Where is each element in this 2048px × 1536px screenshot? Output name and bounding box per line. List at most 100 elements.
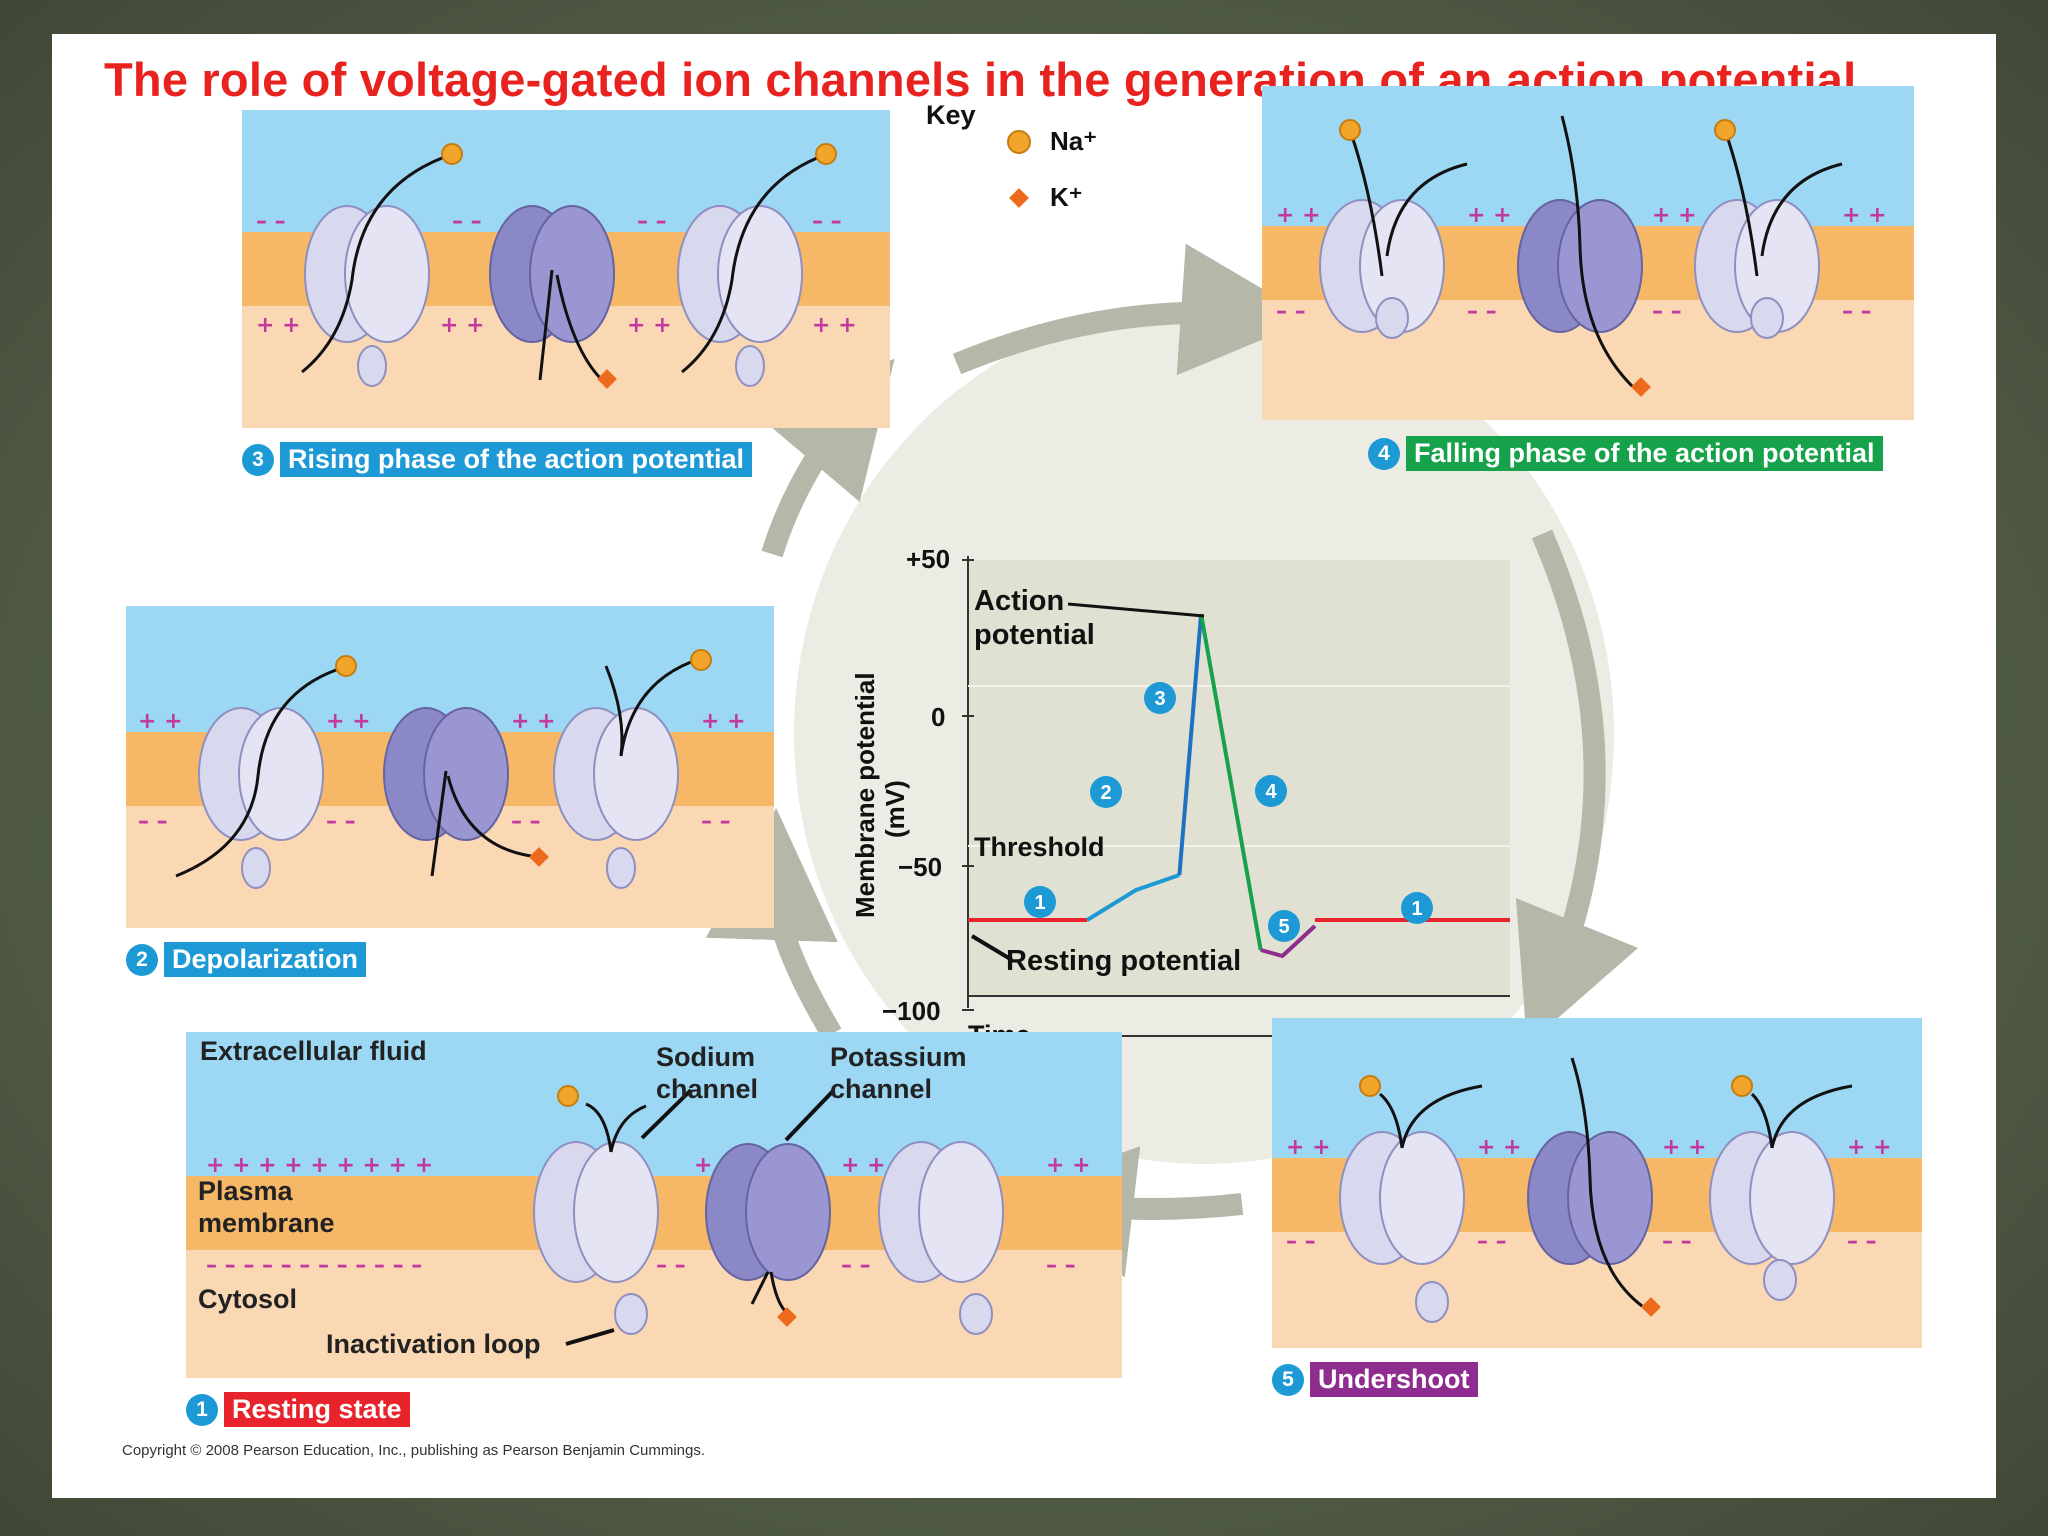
arrow-4-to-5 bbox=[1515, 529, 1639, 1046]
panel-undershoot: + ++ ++ ++ + – –– –– –– – bbox=[1272, 1018, 1922, 1348]
graph-svg: +50 0 −50 −100 Membrane potential (mV) T… bbox=[850, 544, 1510, 1050]
label-plasma: Plasma bbox=[198, 1176, 293, 1206]
svg-text:– –: – – bbox=[841, 1253, 871, 1278]
svg-text:+ +: + + bbox=[1652, 203, 1697, 228]
svg-text:– –: – – bbox=[326, 809, 356, 834]
svg-text:– –: – – bbox=[1046, 1253, 1076, 1278]
svg-text:+ +: + + bbox=[1477, 1135, 1522, 1160]
key-k: K⁺ bbox=[1006, 182, 1083, 213]
svg-text:– –: – – bbox=[656, 1253, 686, 1278]
label-inactivation-loop: Inactivation loop bbox=[326, 1329, 541, 1359]
label-membrane: membrane bbox=[198, 1208, 335, 1238]
sodium-channel-inactivated-2 bbox=[1694, 119, 1843, 339]
label-sodium: Sodium bbox=[656, 1042, 755, 1072]
sodium-channel-inactivated bbox=[1319, 119, 1468, 339]
curve-segment-4 bbox=[1199, 613, 1263, 951]
svg-text:+ +: + + bbox=[1046, 1153, 1091, 1178]
caption-falling: 4 Falling phase of the action potential bbox=[1368, 436, 1883, 471]
label-cytosol: Cytosol bbox=[198, 1284, 298, 1314]
phase-number-4: 4 bbox=[1368, 437, 1400, 470]
sodium-channel-open-2 bbox=[677, 143, 837, 387]
svg-text:+ +: + + bbox=[326, 709, 371, 734]
svg-text:– –: – – bbox=[1276, 299, 1306, 324]
svg-text:– –: – – bbox=[256, 209, 286, 234]
curve-segment-2 bbox=[1086, 873, 1181, 922]
svg-text:+ +: + + bbox=[1842, 203, 1887, 228]
sodium-channel-closed-2 bbox=[1709, 1075, 1853, 1301]
sodium-channel-opening-2 bbox=[553, 649, 712, 889]
y-axis-label-1: Membrane potential bbox=[850, 672, 880, 918]
graph-marker-2: 2 bbox=[1100, 782, 1111, 804]
graph-marker-3: 3 bbox=[1154, 688, 1165, 710]
k-ion-icon bbox=[1009, 187, 1029, 208]
key-na: Na⁺ bbox=[1006, 126, 1097, 157]
key-k-label: K⁺ bbox=[1050, 182, 1083, 212]
phase-label-4: Falling phase of the action potential bbox=[1406, 436, 1883, 471]
label-action: Action bbox=[974, 585, 1064, 617]
svg-text:+ +: + + bbox=[440, 313, 485, 338]
falling-membrane-diagram: + ++ ++ ++ + – –– –– –– – bbox=[1262, 86, 1914, 420]
arrow-1-to-2 bbox=[705, 808, 842, 1040]
panel-rising: – –– –– –– – + ++ ++ ++ + bbox=[242, 110, 890, 428]
key-label: Key bbox=[926, 100, 976, 130]
action-potential-graph: +50 0 −50 −100 Membrane potential (mV) T… bbox=[786, 498, 1546, 1076]
key-na-label: Na⁺ bbox=[1050, 126, 1097, 156]
phase-number-3: 3 bbox=[242, 443, 274, 476]
y-axis-label-2: (mV) bbox=[880, 780, 910, 838]
rising-membrane-diagram: – –– –– –– – + ++ ++ ++ + bbox=[242, 110, 890, 428]
arrow-3-to-4 bbox=[952, 243, 1313, 376]
potassium-channel-open bbox=[1517, 115, 1651, 397]
graph-marker-1: 1 bbox=[1034, 892, 1045, 914]
caption-undershoot: 5 Undershoot bbox=[1272, 1362, 1478, 1397]
caption-rising: 3 Rising phase of the action potential bbox=[242, 442, 753, 477]
label-potassium: Potassium bbox=[830, 1042, 967, 1072]
svg-text:+ +: + + bbox=[1662, 1135, 1707, 1160]
undershoot-membrane-diagram: + ++ ++ ++ + – –– –– –– – bbox=[1272, 1018, 1922, 1348]
svg-text:– –: – – bbox=[812, 209, 842, 234]
resting-membrane-diagram: + + + + + + + + + + + + + + + – – – – – … bbox=[186, 1032, 1122, 1378]
sodium-channel-open bbox=[301, 143, 463, 387]
graph-marker-4: 4 bbox=[1265, 781, 1277, 803]
sodium-channel-resting-2 bbox=[878, 1141, 1004, 1335]
panel-falling: + ++ ++ ++ + – –– –– –– – bbox=[1262, 86, 1914, 420]
curve-segment-5 bbox=[1260, 924, 1317, 958]
graph-marker-5: 5 bbox=[1278, 916, 1289, 938]
y-tick-minus100: −100 bbox=[882, 996, 941, 1026]
svg-text:– –: – – bbox=[1662, 1229, 1692, 1254]
panel-depolarization: + ++ ++ ++ + – –– –– –– – bbox=[126, 606, 774, 928]
y-tick-minus50: −50 bbox=[898, 852, 942, 882]
copyright-text: Copyright © 2008 Pearson Education, Inc.… bbox=[122, 1442, 706, 1459]
potassium-channel-closing bbox=[1527, 1057, 1661, 1317]
svg-text:+ +: + + bbox=[256, 313, 301, 338]
phase-number-2: 2 bbox=[126, 943, 158, 976]
label-potassium-channel: channel bbox=[830, 1074, 933, 1104]
potassium-channel-resting bbox=[705, 1143, 831, 1327]
svg-text:– –: – – bbox=[1477, 1229, 1507, 1254]
svg-text:+ + + + + + + + +: + + + + + + + + + bbox=[206, 1153, 433, 1178]
svg-text:– –: – – bbox=[637, 209, 667, 234]
svg-text:+ +: + + bbox=[1276, 203, 1321, 228]
slide: The role of voltage-gated ion channels i… bbox=[52, 34, 1996, 1498]
y-tick-0: 0 bbox=[931, 702, 945, 732]
svg-text:– –: – – bbox=[1847, 1229, 1877, 1254]
svg-text:– –: – – bbox=[1286, 1229, 1316, 1254]
phase-label-5: Undershoot bbox=[1310, 1362, 1478, 1397]
phase-label-3: Rising phase of the action potential bbox=[280, 442, 753, 477]
svg-text:– –: – – bbox=[138, 809, 168, 834]
svg-text:– –: – – bbox=[1842, 299, 1872, 324]
svg-text:– –: – – bbox=[1652, 299, 1682, 324]
svg-text:+ +: + + bbox=[1286, 1135, 1331, 1160]
na-ion-icon bbox=[1007, 129, 1031, 154]
svg-text:+ +: + + bbox=[1467, 203, 1512, 228]
sodium-channel-opening bbox=[175, 655, 357, 889]
svg-text:+ +: + + bbox=[627, 313, 672, 338]
panel-resting: + + + + + + + + + + + + + + + – – – – – … bbox=[186, 1032, 1122, 1378]
svg-text:+ +: + + bbox=[511, 709, 556, 734]
svg-text:+ +: + + bbox=[841, 1153, 886, 1178]
curve-segment-3 bbox=[1177, 613, 1204, 876]
svg-text:+ +: + + bbox=[138, 709, 183, 734]
label-sodium-channel: channel bbox=[656, 1074, 759, 1104]
depolarization-membrane-diagram: + ++ ++ ++ + – –– –– –– – bbox=[126, 606, 774, 928]
label-resting-potential: Resting potential bbox=[1006, 945, 1241, 977]
svg-text:+ +: + + bbox=[701, 709, 746, 734]
